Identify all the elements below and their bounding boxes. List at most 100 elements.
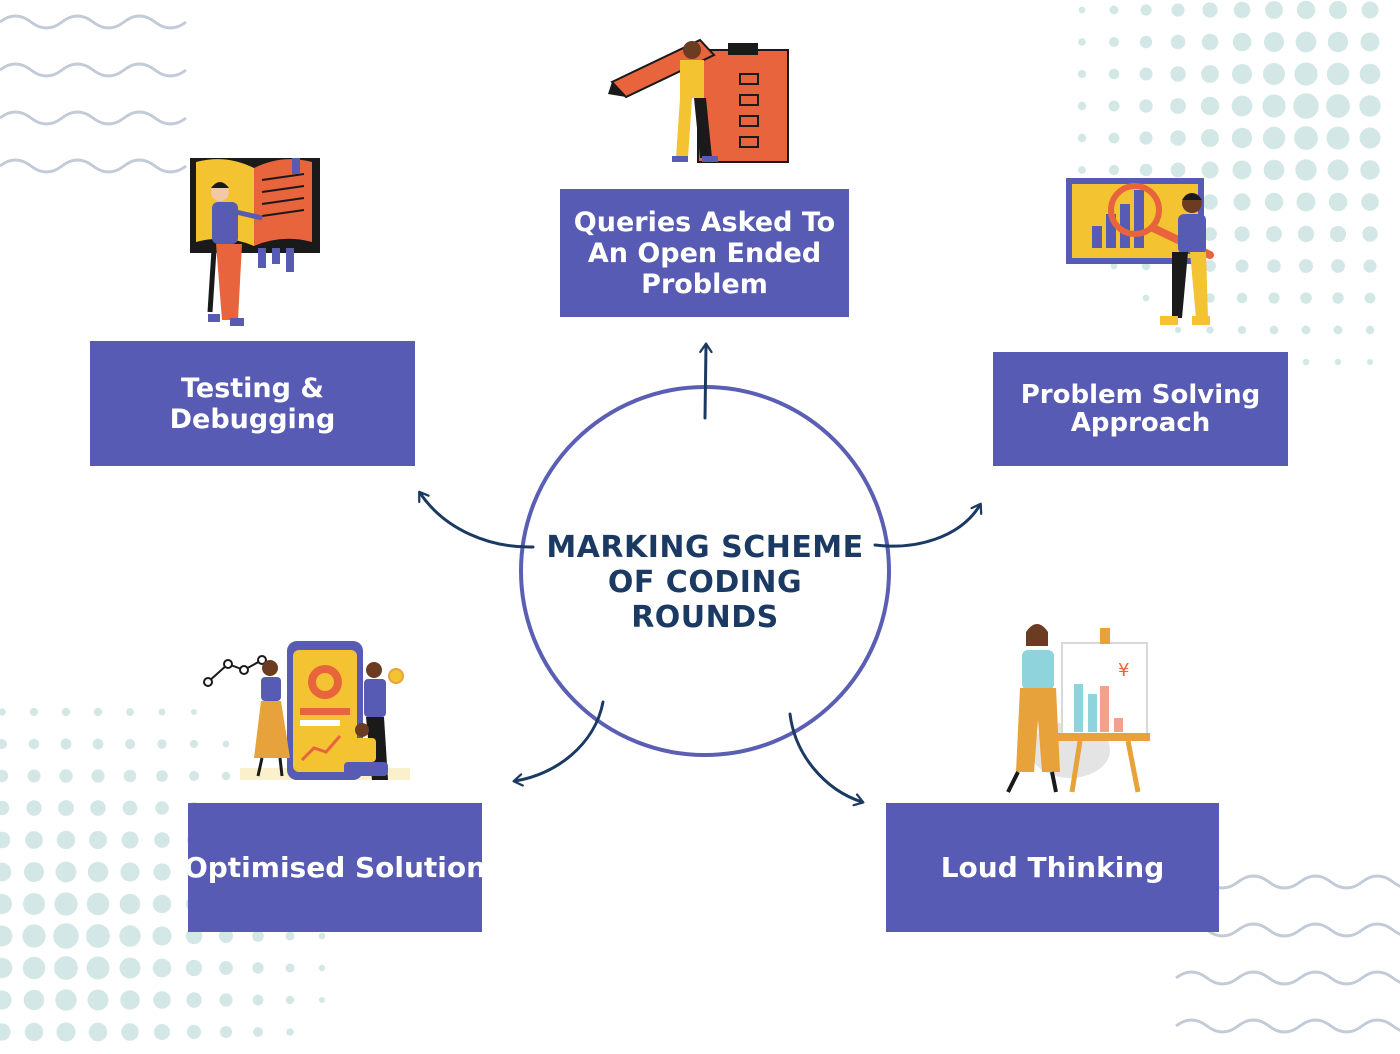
background-dot <box>89 831 107 849</box>
background-dot <box>152 926 172 946</box>
background-dot <box>1329 1 1347 19</box>
background-dot <box>1328 192 1348 212</box>
background-dot <box>1361 1 1379 19</box>
background-dot <box>56 1022 76 1042</box>
background-dot <box>158 708 166 716</box>
background-dot <box>24 1022 44 1042</box>
diagram-center-title: MARKING SCHEME OF CODING ROUNDS <box>540 530 870 635</box>
background-dot <box>1231 95 1253 117</box>
background-dot <box>1232 32 1252 52</box>
background-dot <box>1359 63 1381 85</box>
background-dot <box>26 800 42 816</box>
background-dot <box>1236 292 1248 304</box>
background-dot <box>1108 68 1120 80</box>
background-dot <box>28 738 40 750</box>
background-dot <box>1206 326 1214 334</box>
node-loud-thinking: Loud Thinking <box>886 803 1219 932</box>
background-dot <box>155 801 169 815</box>
background-dot <box>60 738 72 750</box>
background-dot <box>61 707 71 717</box>
node-label-line: Problem <box>641 268 768 300</box>
background-dot <box>252 930 264 942</box>
background-dot <box>1204 260 1216 272</box>
background-dot <box>121 831 139 849</box>
background-dot <box>1333 325 1343 335</box>
background-dot <box>120 862 140 882</box>
background-dot <box>1139 131 1153 145</box>
background-dot <box>1108 100 1120 112</box>
background-dot <box>126 708 134 716</box>
background-dot <box>124 738 136 750</box>
background-dot <box>87 989 109 1011</box>
background-dot <box>120 990 140 1010</box>
background-dot <box>122 800 138 816</box>
background-dot <box>1294 126 1318 150</box>
node-label-line: Loud Thinking <box>940 850 1165 884</box>
background-dot <box>0 800 10 816</box>
background-dot <box>92 738 104 750</box>
background-dot <box>252 994 264 1006</box>
arrow-to-problem <box>873 502 983 548</box>
background-dot <box>1077 101 1087 111</box>
background-dot <box>1139 67 1153 81</box>
background-dot <box>1201 33 1219 51</box>
background-dot <box>87 861 109 883</box>
background-dot <box>1263 63 1285 85</box>
background-waves-top-left <box>0 14 187 174</box>
background-dot <box>253 1027 263 1037</box>
background-wave <box>0 14 187 30</box>
background-dot <box>219 929 233 943</box>
background-dot <box>93 707 103 717</box>
node-label-line: Debugging <box>169 403 336 435</box>
node-label-line: Testing & <box>181 372 324 404</box>
background-dot <box>119 957 141 979</box>
background-dot <box>54 892 78 916</box>
background-dot <box>1293 93 1319 119</box>
background-dot <box>119 925 141 947</box>
background-dot <box>1202 194 1218 210</box>
background-dot <box>1201 161 1219 179</box>
background-dot <box>1200 96 1220 116</box>
background-dot <box>1262 126 1286 150</box>
background-dot <box>1233 193 1251 211</box>
background-dot <box>1237 325 1247 335</box>
background-dot <box>1110 262 1118 270</box>
background-dot <box>22 956 46 980</box>
background-dot <box>58 800 74 816</box>
background-dot <box>23 893 45 915</box>
background-dot <box>1262 94 1286 118</box>
background-dot <box>1109 5 1119 15</box>
node-label-line: Problem Solving <box>1020 380 1261 410</box>
background-dot <box>1266 226 1282 242</box>
background-dot <box>285 931 295 941</box>
background-dot <box>1327 159 1349 181</box>
center-title-line: ROUNDS <box>631 600 779 635</box>
background-dot <box>1300 292 1312 304</box>
background-dot <box>188 770 200 782</box>
background-dot <box>1361 193 1379 211</box>
background-dot <box>153 991 171 1009</box>
magnifier-chart-illustration <box>1066 178 1214 325</box>
background-dot <box>55 989 77 1011</box>
background-dot <box>1174 326 1182 334</box>
background-dot <box>1201 129 1219 147</box>
background-dot <box>1202 2 1218 18</box>
background-dot <box>1326 94 1350 118</box>
background-dot <box>220 1026 232 1038</box>
background-dot <box>55 861 77 883</box>
background-dot <box>1264 32 1284 52</box>
background-dot <box>0 862 12 882</box>
background-dot <box>86 924 110 948</box>
background-dot <box>1326 62 1350 86</box>
background-dot <box>1295 31 1317 53</box>
background-dot <box>1234 226 1250 242</box>
node-problem-solving-approach: Problem Solving Approach <box>993 352 1288 466</box>
background-dot <box>185 959 203 977</box>
background-dot <box>1109 37 1119 47</box>
arrow-to-optimised <box>512 700 605 787</box>
background-dot <box>1233 1 1251 19</box>
background-dot <box>0 894 12 914</box>
background-dot <box>123 769 137 783</box>
background-dot <box>1265 1 1283 19</box>
